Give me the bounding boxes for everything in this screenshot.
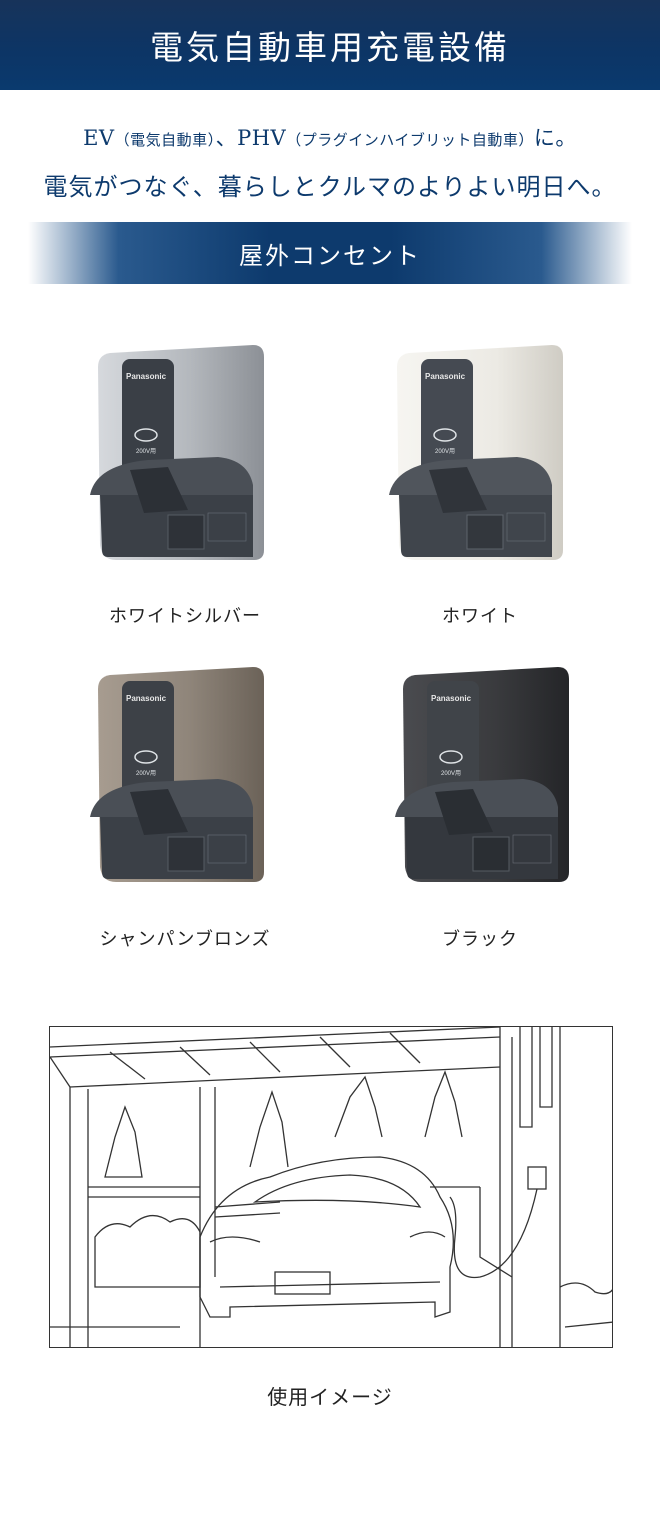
svg-text:Panasonic: Panasonic: [126, 372, 167, 381]
section-header: 屋外コンセント: [28, 222, 632, 284]
tagline-ev: EV: [83, 126, 115, 150]
product-card: Panasonic 200V用 ホワイト: [335, 330, 625, 630]
svg-text:200V用: 200V用: [136, 448, 156, 455]
tagline-phv-paren: （プラグインハイブリット自動車）: [286, 131, 534, 149]
product-card: Panasonic 200V用 ホワイトシルバー: [40, 330, 330, 630]
carport-line-drawing: [50, 1027, 612, 1347]
svg-text:Panasonic: Panasonic: [126, 694, 167, 703]
tagline-ni: に。: [533, 126, 577, 150]
product-name: ブラック: [442, 929, 518, 950]
svg-text:200V用: 200V用: [435, 448, 455, 455]
svg-text:Panasonic: Panasonic: [431, 694, 472, 703]
outlet-image: Panasonic 200V用: [395, 667, 569, 882]
tagline-phv: 、PHV: [215, 126, 287, 150]
product-name: シャンパンブロンズ: [99, 929, 271, 950]
usage-caption: 使用イメージ: [267, 1385, 393, 1409]
section-title: 屋外コンセント: [239, 241, 421, 270]
svg-text:200V用: 200V用: [136, 770, 156, 777]
product-card: Panasonic 200V用 シャンパンブロンズ: [40, 655, 330, 955]
svg-text:200V用: 200V用: [441, 770, 461, 777]
page-title: 電気自動車用充電設備: [150, 28, 510, 67]
tagline-ev-paren: （電気自動車）: [114, 131, 216, 149]
svg-text:Panasonic: Panasonic: [425, 372, 466, 381]
usage-illustration: [49, 1026, 613, 1348]
tagline-line2: 電気がつなぐ、暮らしとクルマのよりよい明日へ。: [43, 173, 617, 201]
outlet-image: Panasonic 200V用: [389, 345, 563, 560]
product-name: ホワイト: [442, 606, 518, 627]
product-name: ホワイトシルバー: [109, 606, 261, 627]
outlet-image: Panasonic 200V用: [90, 667, 264, 882]
product-card: Panasonic 200V用 ブラック: [335, 655, 625, 955]
tagline-line1: EV（電気自動車）、PHV（プラグインハイブリット自動車）に。: [0, 122, 660, 152]
page-header: 電気自動車用充電設備: [0, 0, 660, 90]
outlet-image: Panasonic 200V用: [90, 345, 264, 560]
